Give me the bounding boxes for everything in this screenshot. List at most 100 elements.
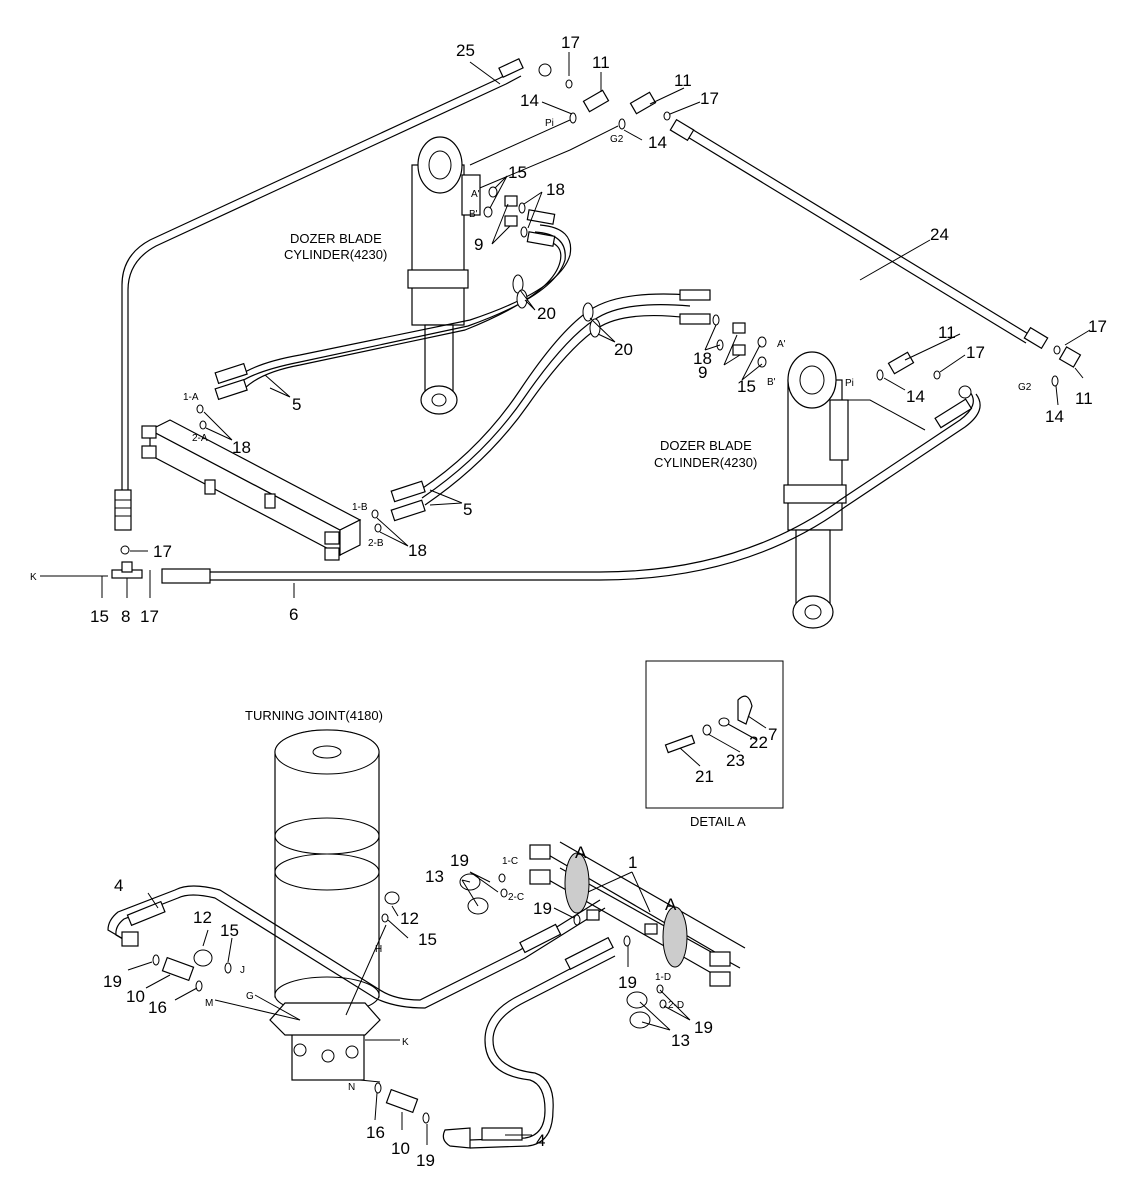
detail-a-box [645,660,784,809]
port-g2-cyl2: G2 [1018,382,1032,393]
dozer-cylinder-2-caption-line1: DOZER BLADE [660,438,752,453]
callout-12: 12 [193,908,212,927]
callout-10: 10 [126,987,145,1006]
callout-17: 17 [153,542,172,561]
hose-25 [114,58,552,531]
callout-19: 19 [450,851,469,870]
callout-1: 1 [628,853,637,872]
callout-25: 25 [456,41,475,60]
hoses-5-upper [214,209,572,401]
fittings-upper [196,79,1082,533]
callout-18: 18 [408,541,427,560]
callout-a-label: A [665,895,677,914]
callout-18: 18 [232,438,251,457]
callout-15: 15 [90,607,109,626]
callout-13: 13 [425,867,444,886]
callout-18: 18 [693,349,712,368]
port-k-upper: K [30,572,37,583]
hose-24 [669,118,1049,350]
hose-6 [161,385,981,584]
port-pi-cyl1: Pi [545,118,554,129]
dozer-cylinder-2-caption-line2: CYLINDER(4230) [654,455,757,470]
hose-4-left [107,885,606,1009]
port-a-prime-cyl2: A' [777,339,786,350]
callout-11: 11 [592,53,610,72]
fittings-lower [152,873,667,1124]
port-a-prime-cyl1: A' [471,189,480,200]
port-j: J [240,965,245,976]
callout-a-label: A [575,843,587,862]
callout-9: 9 [698,363,707,382]
dozer-blade-cylinder-1 [407,136,481,415]
turning-joint-caption: TURNING JOINT(4180) [245,708,383,723]
port-b-prime-cyl2: B' [767,377,776,388]
callout-17: 17 [140,607,159,626]
callout-15: 15 [220,921,239,940]
port-b-prime-cyl1: B' [469,209,478,220]
tee-fitting-8 [111,545,143,579]
callout-20: 20 [614,340,633,359]
callout-19: 19 [533,899,552,918]
callout-6: 6 [289,605,298,624]
callout-19: 19 [618,973,637,992]
port-m: M [205,998,213,1009]
hose-4-bottom [442,936,616,1149]
dozer-blade-cylinder-2 [783,351,849,629]
callout-10: 10 [391,1139,410,1158]
turning-joint-body [269,729,381,1081]
callout-5: 5 [292,395,301,414]
port-2b: 2-B [368,538,384,549]
callout-21: 21 [695,767,714,786]
callout-19: 19 [694,1018,713,1037]
port-h: H [375,944,382,955]
callout-11: 11 [938,323,956,342]
callout-11: 11 [1075,389,1093,408]
port-1c: 1-C [502,856,518,867]
port-2a: 2-A [192,433,208,444]
port-1d: 1-D [655,972,671,983]
callout-14: 14 [1045,407,1064,426]
callout-20: 20 [537,304,556,323]
callout-7: 7 [768,725,777,744]
callout-8: 8 [121,607,130,626]
callout-17: 17 [700,89,719,108]
callout-22: 22 [749,733,768,752]
callout-17: 17 [1088,317,1107,336]
pilot-line-2 [848,399,926,431]
detail-a-caption: DETAIL A [690,814,746,829]
callout-15: 15 [508,163,527,182]
callout-16: 16 [148,998,167,1017]
callout-16: 16 [366,1123,385,1142]
hoses-5-lower [390,289,711,522]
callout-17: 17 [966,343,985,362]
port-k-lower: K [402,1037,409,1048]
callout-19: 19 [103,972,122,991]
port-n: N [348,1082,355,1093]
callout-12: 12 [400,909,419,928]
dozer-cylinder-1-caption-line1: DOZER BLADE [290,231,382,246]
callout-5: 5 [463,500,472,519]
callout-23: 23 [726,751,745,770]
port-pi-cyl2: Pi [845,378,854,389]
leader-lines [40,52,1091,1145]
callout-24: 24 [930,225,949,244]
callout-15: 15 [737,377,756,396]
port-g: G [246,991,254,1002]
callout-15: 15 [418,930,437,949]
pilot-line-1 [469,119,619,191]
callout-14: 14 [520,91,539,110]
port-1b: 1-B [352,502,368,513]
callout-9: 9 [474,235,483,254]
part-callouts: 25 17 11 11 17 14 14 15 18 9 24 20 20 17… [90,33,1107,1170]
port-2d: 2-D [668,1000,684,1011]
port-1a: 1-A [183,392,199,403]
pipe-assembly-1 [529,841,746,987]
callout-4: 4 [114,876,123,895]
callout-4: 4 [536,1131,545,1150]
callout-19: 19 [416,1151,435,1170]
port-g2-cyl1: G2 [610,134,624,145]
callout-17: 17 [561,33,580,52]
callout-18: 18 [546,180,565,199]
callout-11: 11 [674,71,692,90]
